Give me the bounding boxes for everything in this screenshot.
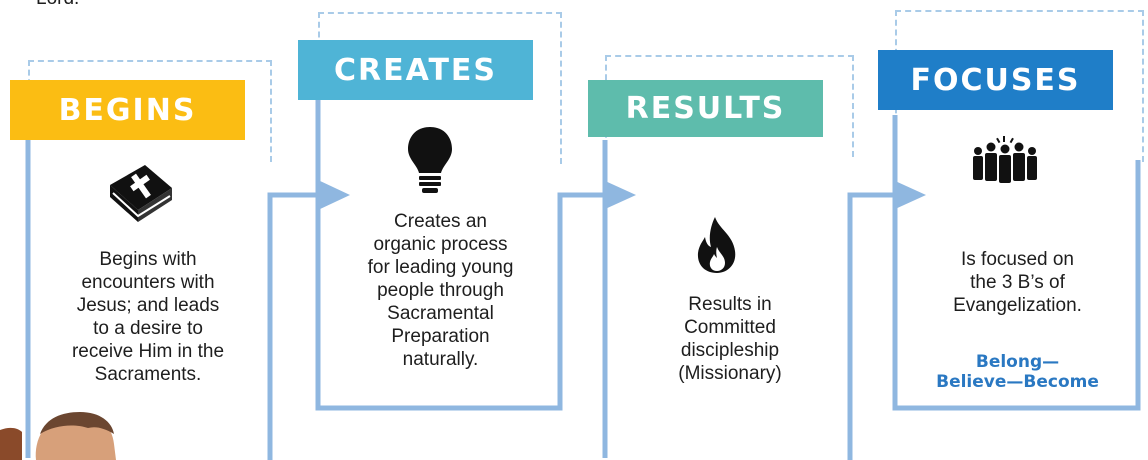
step4-description: Is focused on the 3 B’s of Evangelizatio… [953, 249, 1082, 316]
step4-tagline: Belong— Believe—Become [936, 352, 1099, 392]
step4-label: FOCUSES [878, 50, 1113, 110]
step2-label: CREATES [298, 40, 533, 100]
arrow-head-3 [893, 180, 926, 210]
step1-description: Begins with encounters with Jesus; and l… [71, 249, 225, 385]
crowd-icon [973, 136, 1037, 183]
step3-label: RESULTS [588, 80, 823, 137]
person-photo [0, 412, 116, 460]
flame-icon [697, 217, 736, 273]
step2-frame [315, 100, 610, 411]
step3-frame-right [847, 192, 905, 460]
bible-cross-icon [110, 165, 172, 222]
lightbulb-icon [408, 127, 452, 193]
arrow-head-1 [318, 180, 350, 210]
intro-text-fragment: Lord. [36, 0, 79, 10]
step1-frame-right [267, 192, 325, 460]
step4-frame [892, 115, 1141, 411]
step1-label: BEGINS [10, 80, 245, 140]
arrow-head-2 [603, 180, 636, 210]
step3-description: Results in Committed discipleship (Missi… [678, 294, 782, 384]
step2-description: Creates an organic process for leading y… [367, 211, 514, 370]
